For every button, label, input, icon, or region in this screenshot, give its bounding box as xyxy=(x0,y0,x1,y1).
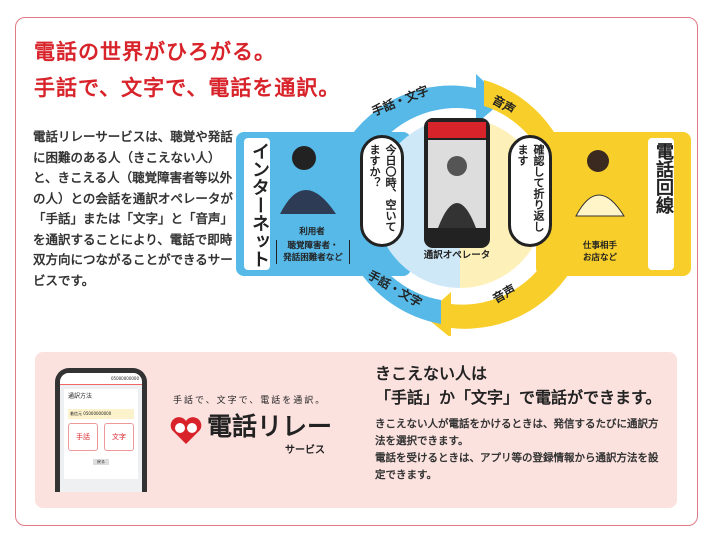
app-status-number: 05000000000 xyxy=(60,373,142,385)
page-frame xyxy=(15,17,698,526)
app-notice: 着信元 05000000000 xyxy=(68,409,134,419)
app-back-button[interactable]: 戻る xyxy=(93,459,109,465)
user-sub-1: 聴覚障害者・ xyxy=(287,241,339,251)
bubble-user: 今日〇時、空いてますか？ xyxy=(360,135,404,247)
info-heading-2: 「手話」か「文字」で電話ができます。 xyxy=(375,388,662,407)
info-panel: 05000000000 通訳方法 着信元 05000000000 手話 文字 戻… xyxy=(35,352,677,508)
description: 電話リレーサービスは、聴覚や発話に困難のある人（きこえない人）と、きこえる人（聴… xyxy=(33,129,234,288)
partner-line-2: お店など xyxy=(582,253,617,263)
info-heading-1: きこえない人は xyxy=(375,364,488,383)
internet-label: インターネット xyxy=(249,142,270,268)
partner-line-1: 仕事相手 xyxy=(582,241,617,251)
arrow-bottom-yellow xyxy=(424,244,581,336)
headline-1: 電話の世界がひろがる。 xyxy=(34,40,276,64)
relay-diagram xyxy=(236,74,691,336)
user-sub-2: 発話困難者など xyxy=(283,253,343,263)
logo-subname: サービス xyxy=(285,445,325,456)
internet-label-box xyxy=(244,138,270,270)
app-mock-phone: 05000000000 通訳方法 着信元 05000000000 手話 文字 戻… xyxy=(55,368,147,492)
arrow-bottom-blue xyxy=(344,238,441,324)
operator-figure xyxy=(447,156,467,176)
bubble-partner: 確認して折り返します xyxy=(508,135,552,247)
headline-2: 手話で、文字で、電話を通訳。 xyxy=(34,76,341,100)
logo-tagline: 手話で、文字で、電話を通訳。 xyxy=(173,396,327,406)
heart-logo-icon xyxy=(169,416,203,446)
user-label: 利用者 xyxy=(299,227,325,237)
operator-label: 通訳オペレータ xyxy=(423,250,491,261)
info-body-2: 電話を受けるときは、アプリ等の登録情報から通訳方法を設定できます。 xyxy=(375,452,659,481)
info-body-1: きこえない人が電話をかけるときは、発信するたびに通訳方法を選択できます。 xyxy=(375,418,659,447)
logo-name: 電話リレー xyxy=(207,412,333,441)
app-sign-button[interactable]: 手話 xyxy=(68,423,98,451)
app-text-button[interactable]: 文字 xyxy=(104,423,134,451)
phone-line-label: 電話回線 xyxy=(653,142,674,214)
user-figure xyxy=(292,146,316,170)
app-title: 通訳方法 xyxy=(68,393,93,400)
partner-figure xyxy=(587,150,609,172)
phone-line-label-box xyxy=(648,138,674,270)
arrow-top-yellow xyxy=(484,80,578,186)
